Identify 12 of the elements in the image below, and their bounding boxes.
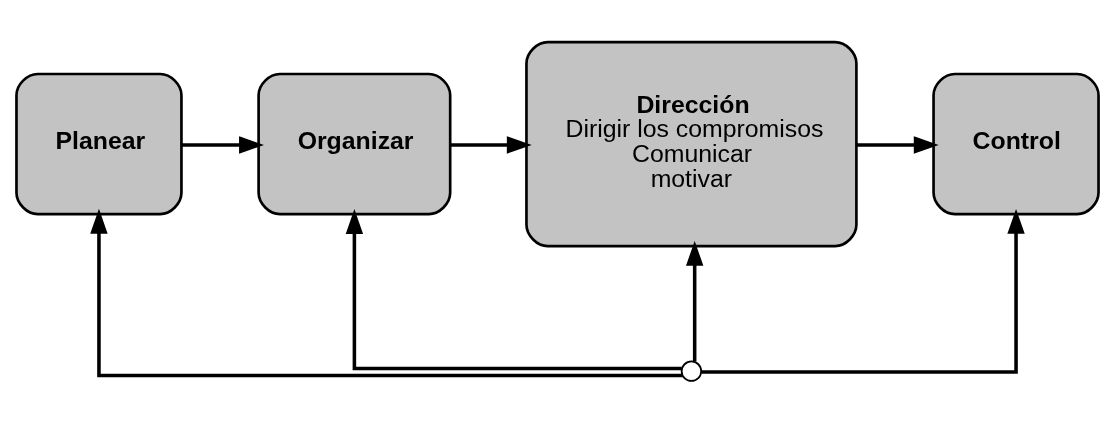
arrow xyxy=(450,135,532,154)
arrow xyxy=(685,240,704,361)
node-box: Organizar xyxy=(257,72,452,215)
node-box: Dirección Dirigir los compromisos Comunicar motivar xyxy=(525,40,858,247)
node-box: Planear xyxy=(15,72,183,215)
arrow xyxy=(181,135,264,154)
node-circle xyxy=(680,360,703,382)
node-box: Control xyxy=(932,72,1100,215)
arrow xyxy=(701,208,1025,374)
arrow xyxy=(856,135,939,154)
arrow xyxy=(345,208,682,370)
arrow xyxy=(90,208,683,377)
